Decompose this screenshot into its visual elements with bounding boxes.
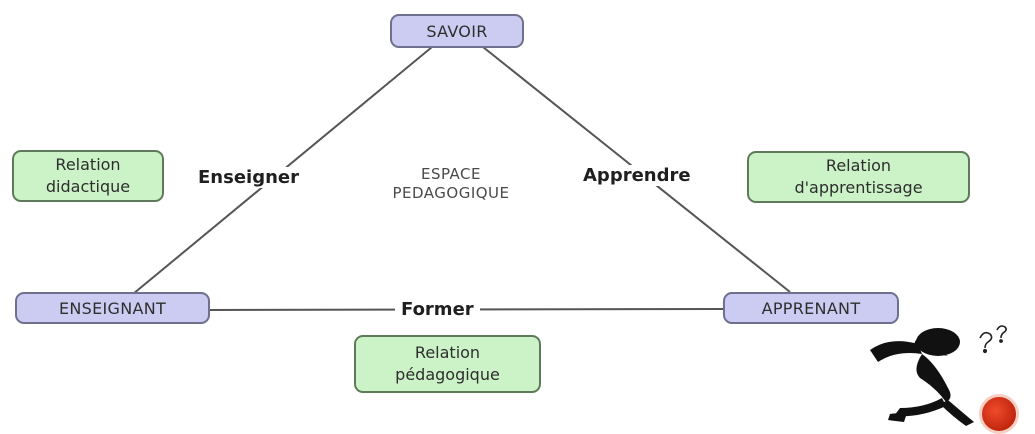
node-savoir-label: SAVOIR [426, 21, 488, 41]
verb-enseigner: Enseigner [192, 167, 305, 188]
verb-former: Former [395, 299, 480, 320]
relation-apprentissage-line-1: Relation [825, 156, 892, 175]
node-enseignant: ENSEIGNANT [15, 292, 210, 324]
espace-line-2: PEDAGOGIQUE [392, 184, 510, 202]
espace-pedagogique-label: ESPACE PEDAGOGIQUE [346, 165, 556, 203]
relation-apprentissage-line-2: d'apprentissage [794, 178, 923, 197]
node-enseignant-label: ENSEIGNANT [58, 298, 167, 318]
relation-didactique-line-2: didactique [45, 177, 131, 196]
red-circle-button-icon[interactable] [979, 394, 1019, 434]
thinking-figure-icon [870, 325, 1007, 426]
node-savoir: SAVOIR [390, 14, 524, 48]
relation-apprentissage: Relation d'apprentissage [747, 151, 970, 203]
node-apprenant-label: APPRENANT [761, 298, 861, 318]
question-mark-icon [979, 325, 1007, 354]
relation-pedagogique-line-1: Relation [414, 343, 481, 362]
espace-line-1: ESPACE [420, 165, 482, 183]
verb-apprendre: Apprendre [577, 165, 697, 186]
relation-pedagogique-line-2: pédagogique [395, 365, 500, 384]
relation-pedagogique: Relation pédagogique [354, 335, 541, 393]
node-apprenant: APPRENANT [723, 292, 899, 324]
relation-didactique: Relation didactique [12, 150, 164, 202]
relation-didactique-line-1: Relation [55, 155, 121, 174]
